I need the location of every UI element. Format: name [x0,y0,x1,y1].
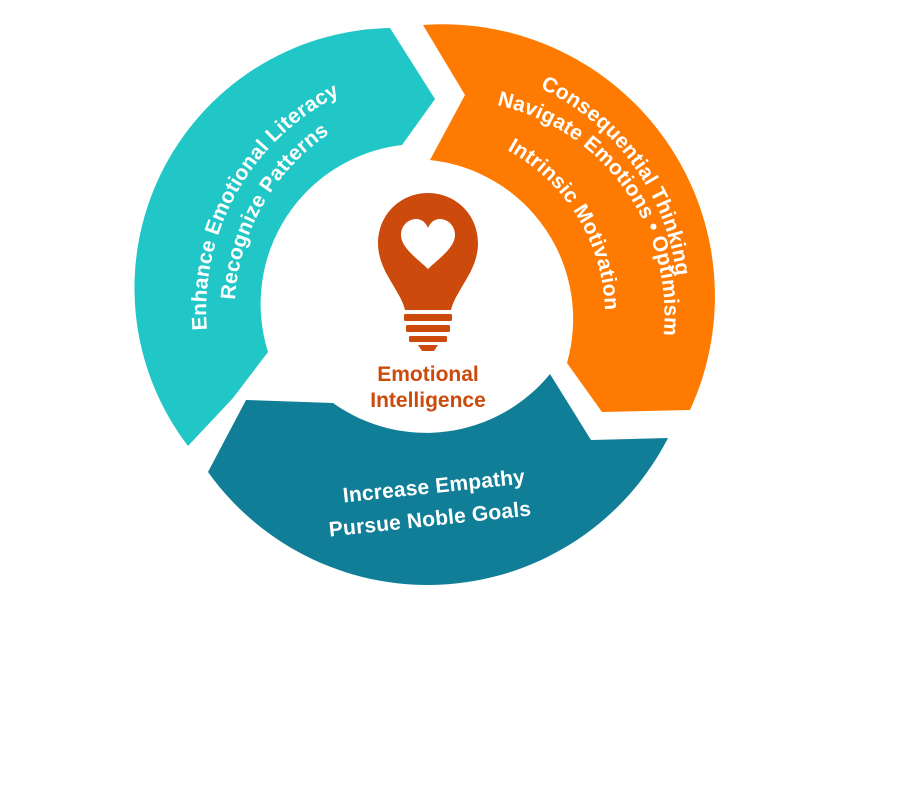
segment-enhance-literacy [134,28,436,446]
segment-increase-empathy [208,374,668,585]
lightbulb-heart-icon [378,193,478,351]
center-label-line1: Emotional [377,363,479,386]
center-label-line2: Intelligence [370,389,486,412]
segment-consequential-thinking [423,24,715,412]
heart-icon [401,219,455,269]
